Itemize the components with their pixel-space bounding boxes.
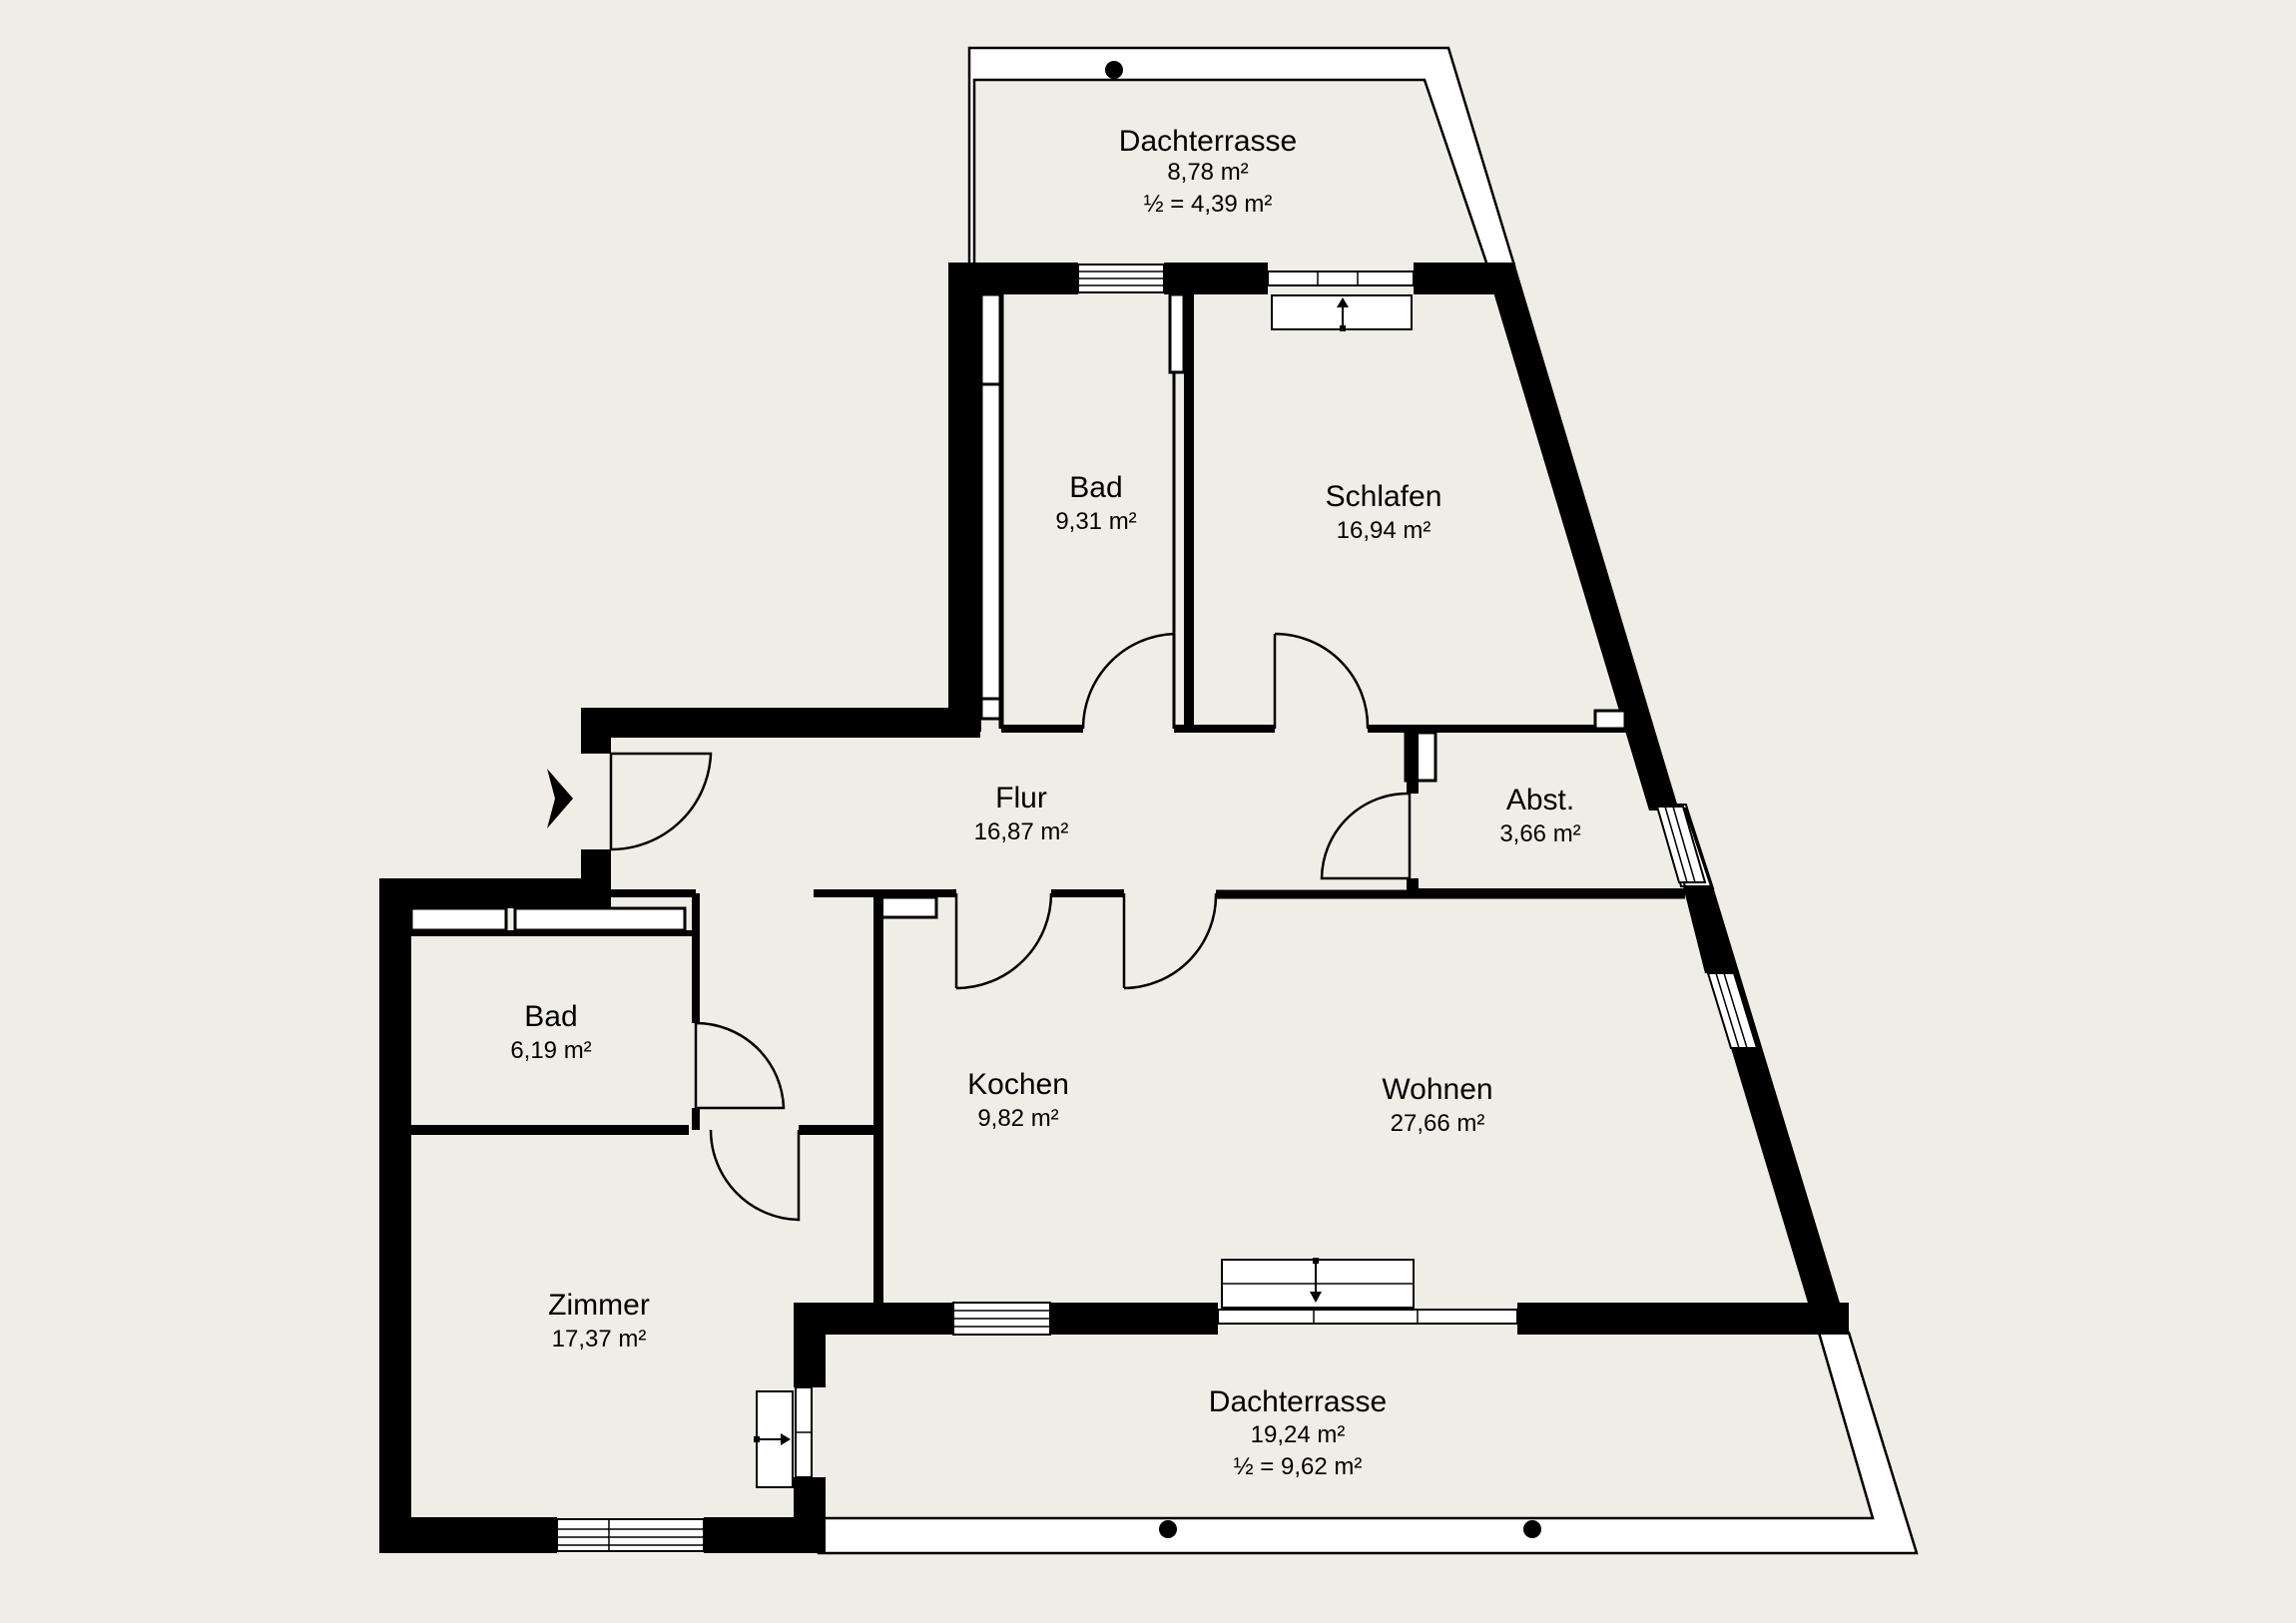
room-wohnen-name: Wohnen [1382,1073,1492,1106]
room-dachterrasse-bottom-area: 19,24 m² [1251,1421,1346,1448]
room-kochen-name: Kochen [967,1068,1069,1101]
room-dachterrasse-bottom-half: ½ = 9,62 m² [1234,1453,1363,1480]
room-kochen-area: 9,82 m² [977,1105,1058,1132]
room-schlafen-name: Schlafen [1326,480,1442,513]
room-zimmer-name: Zimmer [548,1289,650,1322]
room-schlafen-area: 16,94 m² [1337,517,1432,544]
room-bad-bottom-name: Bad [524,1000,577,1033]
room-dachterrasse-top-half: ½ = 4,39 m² [1144,191,1273,218]
room-zimmer-area: 17,37 m² [552,1326,647,1352]
terrace-bottom-rail [817,1331,1919,1555]
doors [609,632,1412,1222]
slant-wall-corrected [1683,886,1849,1333]
room-dachterrasse-top-area: 8,78 m² [1167,159,1248,186]
interior-walls [409,292,1685,1303]
room-flur-name: Flur [995,782,1047,814]
room-abst-name: Abst. [1506,784,1574,816]
room-abst-area: 3,66 m² [1499,820,1580,847]
room-bad-top-name: Bad [1069,471,1122,504]
wohnen-terrace-door [1217,1258,1518,1325]
zimmer-terrace-door [754,1386,813,1488]
entrance-arrow-icon [547,769,573,828]
room-bad-top-area: 9,31 m² [1055,508,1136,535]
room-bad-bottom-area: 6,19 m² [510,1037,591,1064]
room-wohnen-area: 27,66 m² [1391,1110,1485,1137]
room-flur-area: 16,87 m² [974,818,1069,845]
room-dachterrasse-bottom-name: Dachterrasse [1209,1385,1387,1418]
window-kochen [952,1302,1051,1336]
window-zimmer [556,1518,705,1552]
room-labels: Dachterrasse 8,78 m² ½ = 4,39 m² Bad 9,3… [510,125,1580,1480]
room-dachterrasse-top-name: Dachterrasse [1119,125,1297,158]
